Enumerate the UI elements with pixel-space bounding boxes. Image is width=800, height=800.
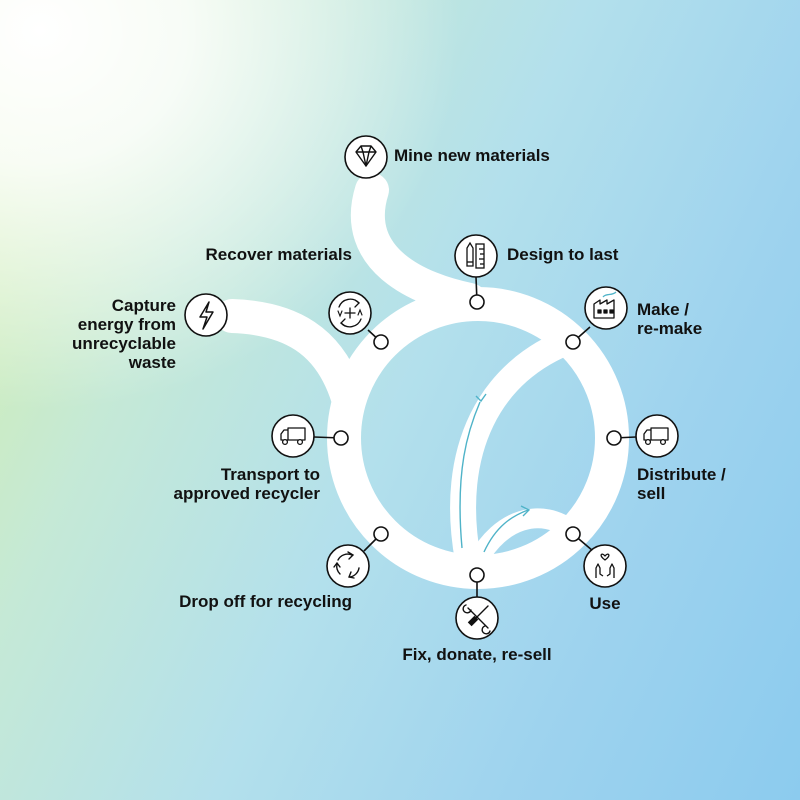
diamond-icon — [355, 145, 377, 167]
fix-arrowhead — [520, 505, 531, 517]
delivery-truck-icon — [280, 427, 306, 446]
label-capture-energy: Capture energy from unrecyclable waste — [40, 296, 176, 372]
node-transport — [333, 430, 349, 446]
label-distribute-line1: Distribute / — [637, 465, 726, 484]
accent-arrows — [459, 393, 531, 553]
energy-outflow-path — [215, 299, 365, 415]
delivery-truck-icon — [643, 427, 669, 446]
label-recover-materials: Recover materials — [205, 245, 352, 264]
fix-arrow-line — [483, 509, 529, 553]
label-fix-donate-resell: Fix, donate, re-sell — [402, 645, 552, 664]
label-capture-line4: waste — [128, 353, 176, 372]
hands-heart-icon — [595, 553, 615, 578]
label-transport-line2: approved recycler — [173, 484, 320, 503]
node-recover — [373, 334, 389, 350]
label-capture-line1: Capture — [111, 296, 176, 315]
lightning-bolt-icon — [199, 301, 214, 330]
label-mine-new-materials: Mine new materials — [394, 146, 550, 165]
reuse-arrow-line — [459, 401, 481, 549]
node-design — [469, 294, 485, 310]
node-dots — [333, 294, 622, 583]
node-distribute — [606, 430, 622, 446]
label-transport-to-recycler: Transport to approved recycler — [120, 465, 320, 503]
label-make-line1: Make / — [637, 300, 689, 319]
reuse-arrowhead — [475, 393, 487, 403]
factory-icon — [593, 291, 617, 319]
inner-reuse-path — [450, 327, 585, 573]
node-dropoff — [373, 526, 389, 542]
mine-inflow-path — [350, 173, 487, 317]
label-distribute-sell: Distribute / sell — [637, 465, 726, 503]
label-drop-off-for-recycling: Drop off for recycling — [179, 592, 352, 611]
recover-cycle-icon — [337, 298, 363, 328]
label-use: Use — [589, 594, 621, 613]
recycle-arrows-icon — [333, 551, 360, 579]
icon-circles — [184, 135, 679, 640]
label-transport-line1: Transport to — [220, 465, 320, 484]
label-capture-line2: energy from — [77, 315, 176, 334]
label-make-line2: re-make — [637, 319, 703, 338]
node-use — [565, 526, 581, 542]
label-make-remake: Make / re-make — [637, 300, 702, 338]
node-fix — [469, 567, 485, 583]
wrench-screwdriver-icon — [462, 604, 491, 635]
label-capture-line3: unrecyclable — [72, 334, 176, 353]
ruler-pencil-icon — [466, 241, 485, 269]
label-distribute-line2: sell — [637, 484, 666, 503]
label-design-to-last: Design to last — [507, 245, 619, 264]
node-make — [565, 334, 581, 350]
